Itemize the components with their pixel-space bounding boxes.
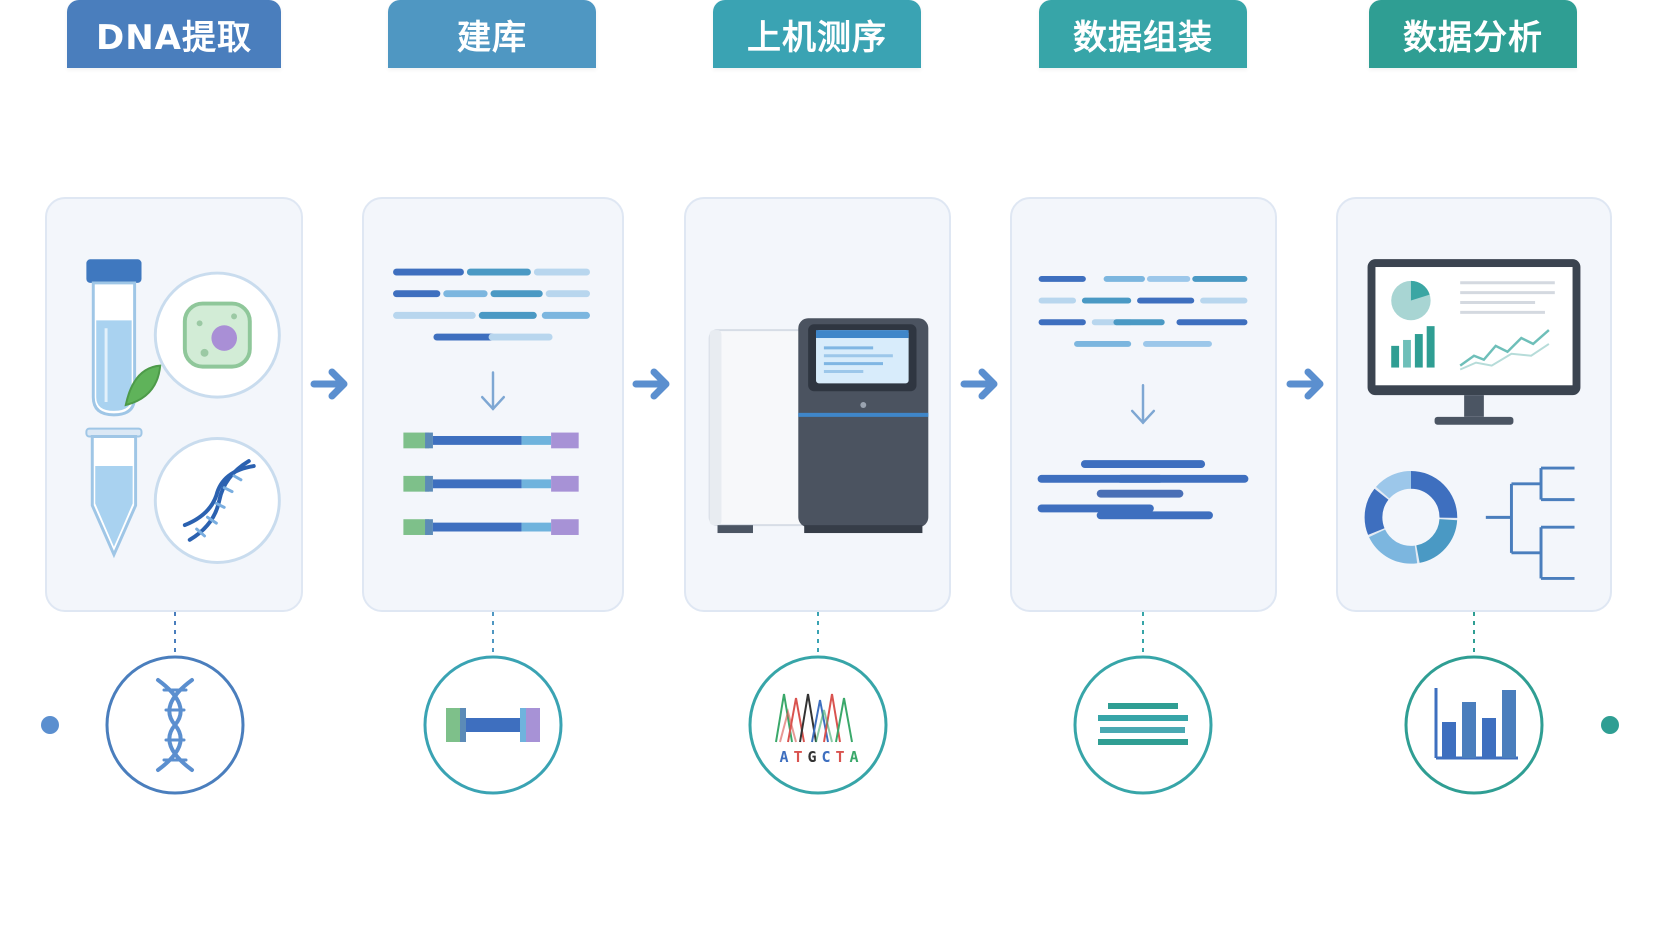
- arrow-right-icon: [632, 368, 670, 400]
- monitor-dashboard-icon: [1367, 259, 1581, 425]
- timeline-start-dot: [41, 716, 59, 734]
- donut-chart-icon: [1364, 471, 1458, 564]
- sequence-letter: G: [807, 748, 816, 766]
- adapter-fragment-icon: [403, 432, 579, 535]
- step-tab-sequencing: 上机测序: [713, 0, 921, 68]
- step-tab-library-prep: 建库: [388, 0, 596, 68]
- step-tab-analysis: 数据分析: [1369, 0, 1577, 68]
- leaf-icon: [124, 364, 162, 407]
- card-analysis: [1336, 197, 1612, 612]
- card-dna-extraction: [45, 197, 303, 612]
- down-arrow-icon: [1130, 384, 1156, 425]
- sequence-letter: T: [835, 748, 844, 766]
- conical-tube-icon: [85, 427, 143, 559]
- assembled-contig-icon: [1037, 460, 1249, 520]
- sequence-letter: T: [793, 748, 802, 766]
- chromatogram-icon: [775, 693, 853, 743]
- cell-icon: [182, 301, 252, 369]
- step-tab-dna-extraction: DNA提取: [67, 0, 281, 68]
- sequence-letter: C: [821, 748, 830, 766]
- sequence-letter: A: [779, 748, 788, 766]
- reads-icon: [1038, 275, 1248, 347]
- timeline-end-dot: [1601, 716, 1619, 734]
- step-tab-assembly: 数据组装: [1039, 0, 1247, 68]
- assembled-contig-icon: [1098, 703, 1188, 745]
- dna-helix-icon: [182, 459, 256, 542]
- sequencer-machine-icon: [708, 318, 929, 534]
- arrow-right-icon: [310, 368, 348, 400]
- dna-helix-icon: [156, 678, 194, 772]
- sequence-letters: A T G C T A: [779, 748, 858, 766]
- sequence-letter: A: [849, 748, 858, 766]
- test-tube-icon: [86, 259, 142, 417]
- adapter-fragment-icon: [446, 708, 540, 742]
- arrow-right-icon: [1286, 368, 1324, 400]
- card-sequencing: [684, 197, 951, 612]
- down-arrow-icon: [480, 371, 506, 411]
- arrow-right-icon: [960, 368, 998, 400]
- tree-icon: [1485, 466, 1575, 580]
- card-library-prep: [362, 197, 624, 612]
- timeline: A T G C T A: [41, 612, 1619, 795]
- fragments-icon: [393, 268, 590, 341]
- card-assembly: [1010, 197, 1277, 612]
- bar-chart-icon: [1434, 688, 1518, 760]
